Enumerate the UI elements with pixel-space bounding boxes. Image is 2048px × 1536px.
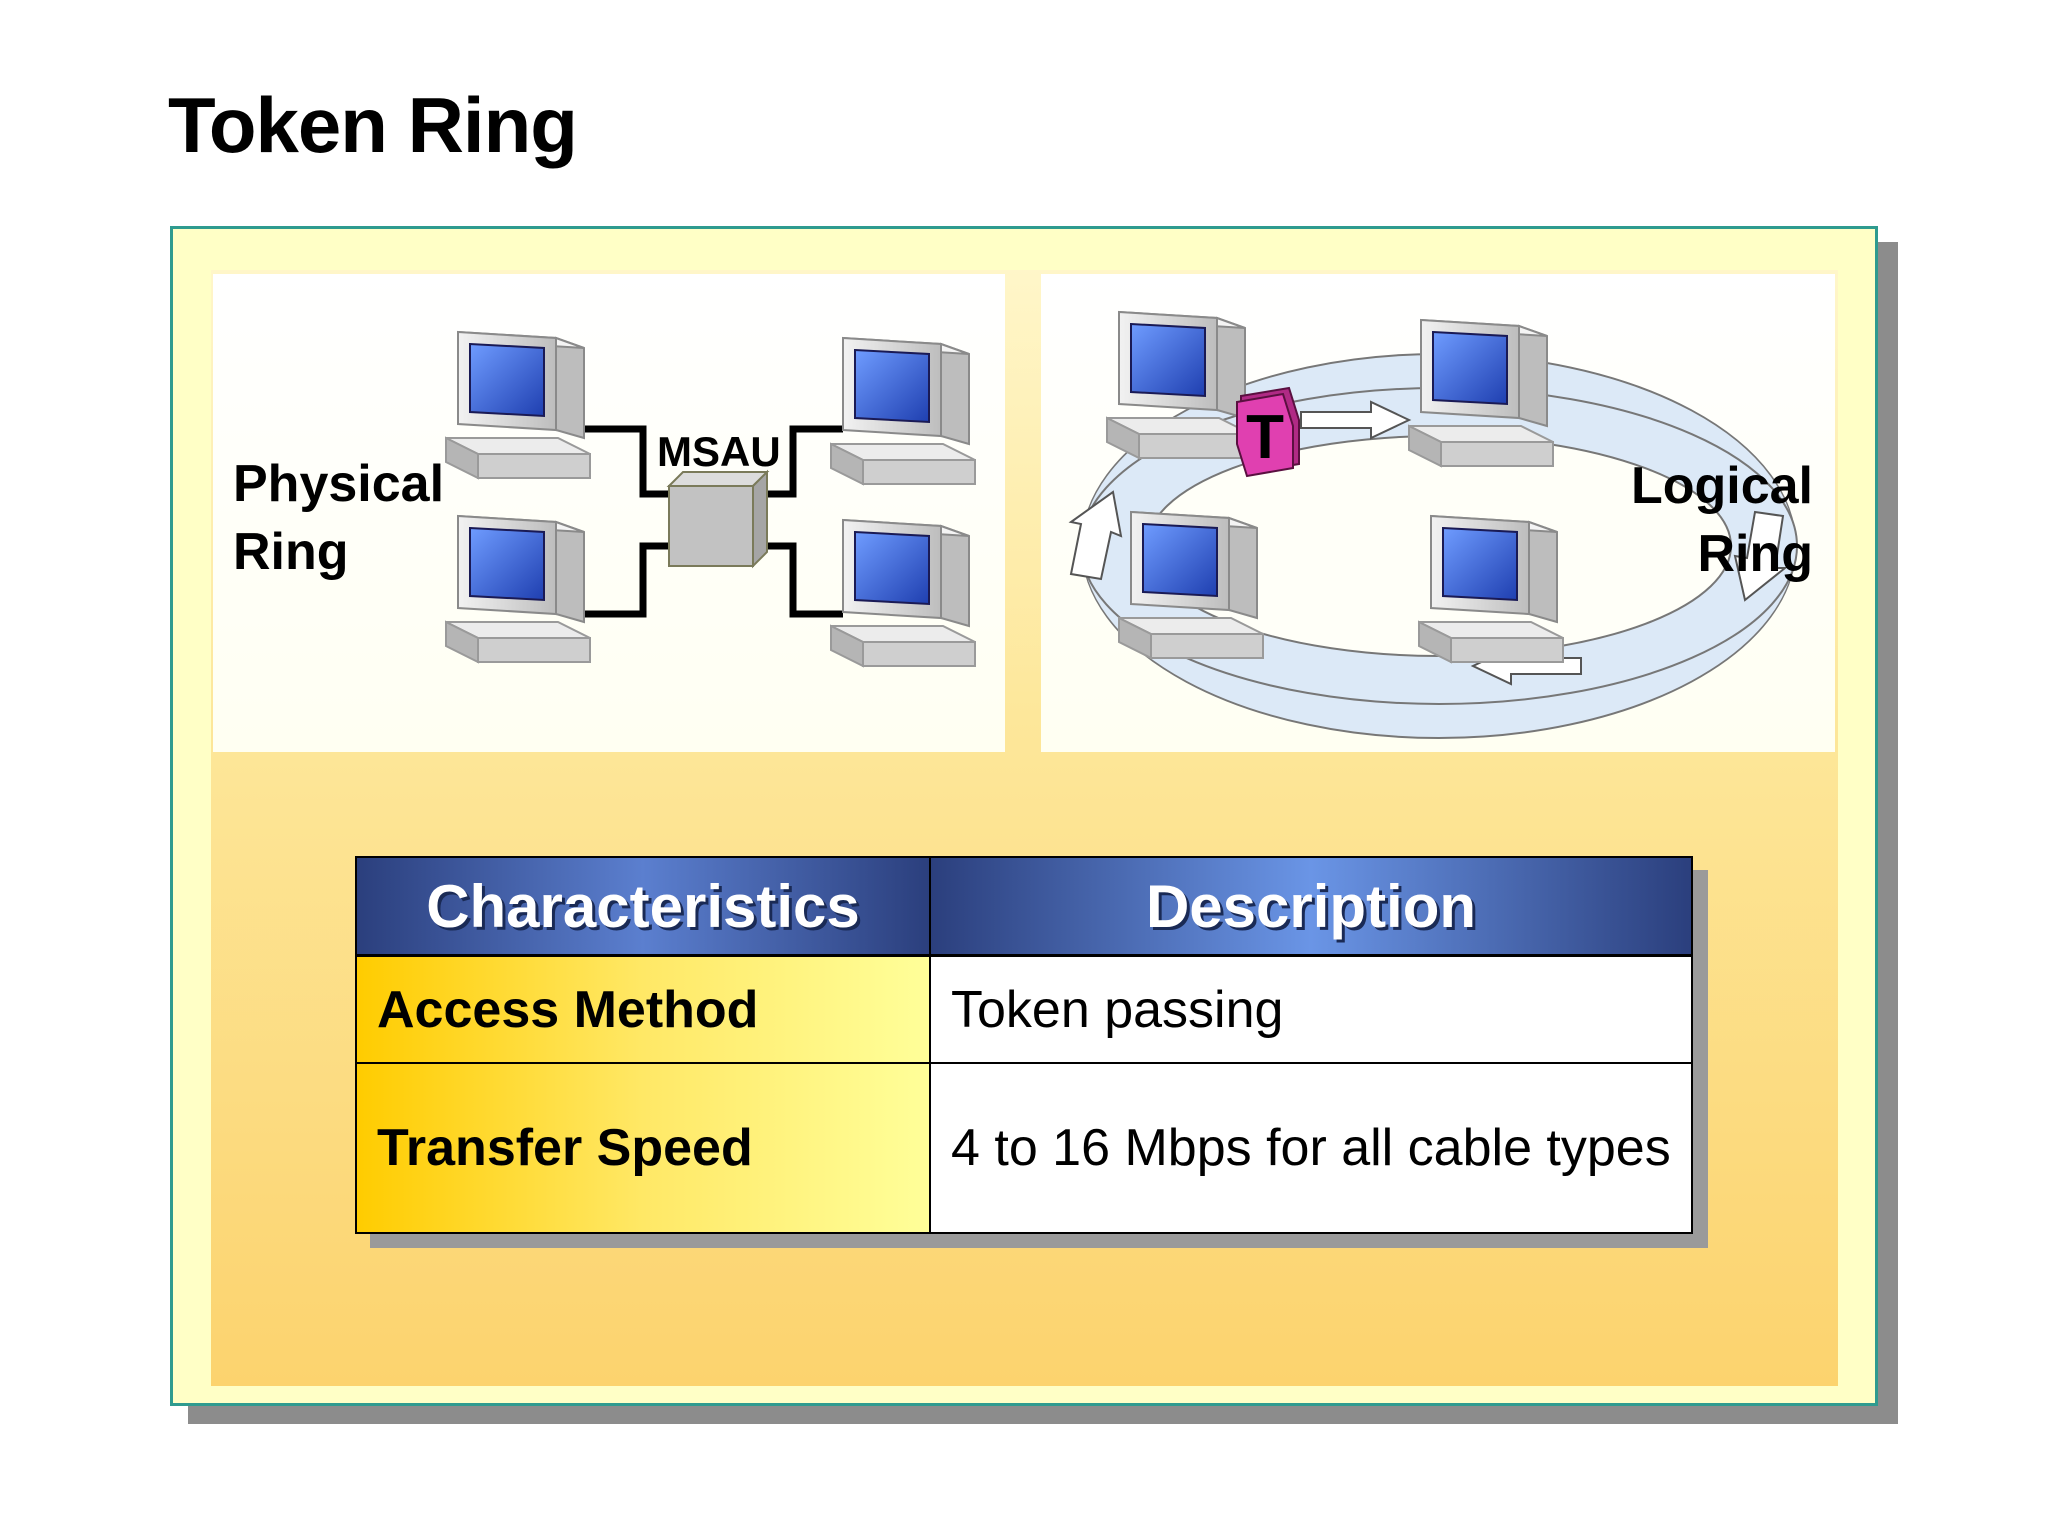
computer-icon <box>1118 511 1264 659</box>
logical-ring-label: Logical Ring <box>1631 452 1813 588</box>
msau-hub-icon <box>666 469 770 569</box>
computer-icon <box>1418 515 1564 663</box>
cable-lines <box>573 425 843 618</box>
msau-label: MSAU <box>657 428 781 475</box>
table-row-value: 4 to 16 Mbps for all cable types <box>931 1064 1691 1232</box>
table-row-value: Token passing <box>931 957 1691 1062</box>
computer-icon <box>1408 319 1554 467</box>
computer-icon <box>445 331 591 479</box>
token-label: T <box>1246 403 1284 472</box>
column-divider <box>929 858 931 1232</box>
table-row-key: Access Method <box>357 957 929 1062</box>
computer-icon <box>445 515 591 663</box>
computer-icon <box>1106 311 1252 459</box>
token-icon: T <box>1236 386 1300 478</box>
logical-ring-panel: T Logical Ring <box>1041 274 1835 752</box>
page-title: Token Ring <box>168 81 578 169</box>
table-row-key: Transfer Speed <box>357 1064 929 1232</box>
physical-ring-label: Physical Ring <box>233 450 444 586</box>
row-divider <box>357 954 1691 957</box>
logical-label-line2: Ring <box>1697 525 1813 583</box>
characteristics-table: Characteristics Description Access Metho… <box>355 856 1693 1234</box>
row-divider <box>357 1062 1691 1064</box>
computer-icon <box>830 337 976 485</box>
computer-icon <box>830 519 976 667</box>
logical-label-line1: Logical <box>1630 457 1813 515</box>
physical-ring-panel: Physical Ring MSAU <box>213 274 1005 752</box>
physical-label-line2: Ring <box>233 523 349 581</box>
physical-label-line1: Physical <box>233 455 445 513</box>
table-header-description: Description <box>931 858 1691 954</box>
table-header-characteristics: Characteristics <box>357 858 929 954</box>
